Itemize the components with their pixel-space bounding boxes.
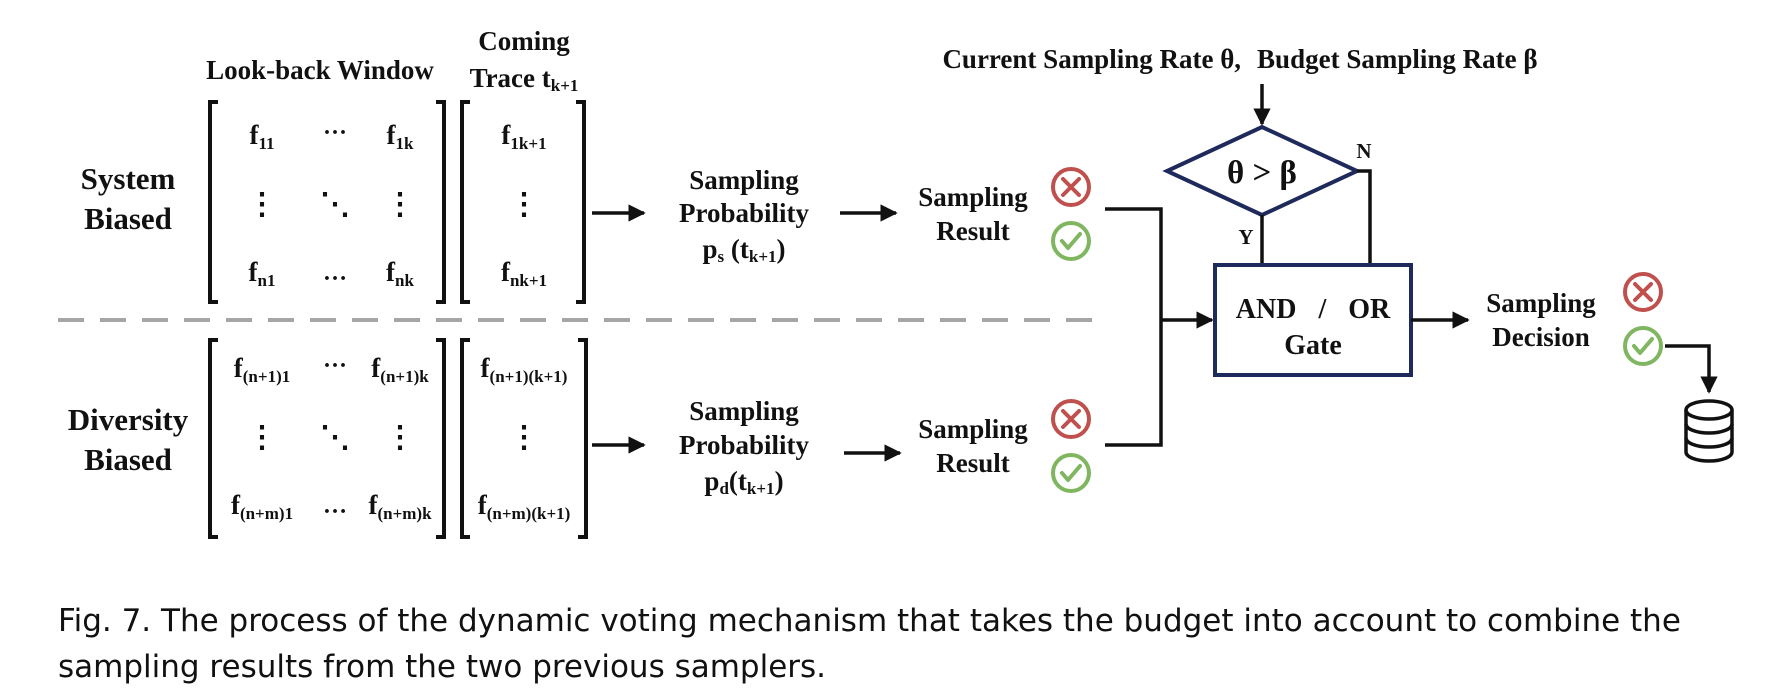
decision-label-line1: Sampling xyxy=(1486,288,1596,318)
matrix-cell: fnk xyxy=(386,257,414,290)
no-branch-arrow xyxy=(1357,169,1379,284)
result-label-line2: Result xyxy=(936,448,1010,478)
vector-bracket-right xyxy=(576,100,586,304)
matrix-cell: fn1 xyxy=(249,257,276,290)
matrix-bracket-left xyxy=(208,100,218,304)
matrix-cell: f(n+1)k xyxy=(371,353,429,386)
check-circle-icon xyxy=(1623,326,1663,366)
dynamic-voting-diagram: Look-back Window Coming Trace tk+1 Curre… xyxy=(58,26,1734,539)
probability-formula: pd(tk+1) xyxy=(704,466,783,498)
system-biased-label-line2: Biased xyxy=(84,201,172,236)
diversity-biased-label-line1: Diversity xyxy=(68,402,189,437)
diversity-lookback-matrix: f(n+1)1 ··· f(n+1)k ⋮ ⋱ ⋮ f(n+m)1 … f(n+… xyxy=(208,338,446,539)
x-circle-icon xyxy=(1051,167,1091,207)
vector-vdots: ⋮ xyxy=(509,421,539,454)
system-coming-trace-vector: f1k+1 ⋮ fnk+1 xyxy=(460,100,586,304)
gate-label-line2: Gate xyxy=(1284,330,1342,361)
probability-label-line2: Probability xyxy=(679,430,810,460)
database-icon xyxy=(1684,399,1734,463)
system-lookback-matrix: f11 ··· f1k ⋮ ⋱ ⋮ fn1 … fnk xyxy=(208,100,446,304)
coming-trace-label-line1: Coming xyxy=(478,26,570,56)
check-circle-icon xyxy=(1051,453,1091,493)
result-label-line1: Sampling xyxy=(918,182,1028,212)
condition-label: θ > β xyxy=(1227,155,1297,191)
yes-branch-label: Y xyxy=(1238,225,1253,249)
result-label-line1: Sampling xyxy=(918,414,1028,444)
matrix-cell: f(n+m)1 xyxy=(231,490,293,523)
results-merge-connector xyxy=(1105,207,1163,447)
vector-cell: fnk+1 xyxy=(501,257,547,290)
matrix-bracket-right xyxy=(436,100,446,304)
matrix-hdots: ··· xyxy=(323,120,347,146)
vector-vdots: ⋮ xyxy=(509,188,539,221)
gate-label-line1: AND/OR xyxy=(1236,294,1391,325)
and-or-gate-box xyxy=(1213,263,1413,377)
matrix-vdots: ⋮ xyxy=(247,421,277,454)
check-circle-icon xyxy=(1051,221,1091,261)
x-circle-icon xyxy=(1623,272,1663,312)
matrix-cell: f11 xyxy=(249,120,274,153)
coming-trace-label-line2: Trace tk+1 xyxy=(470,63,579,95)
system-sampling-result: Sampling Result xyxy=(918,182,1028,246)
diversity-biased-label-line2: Biased xyxy=(84,442,172,477)
lookback-window-label: Look-back Window xyxy=(206,55,434,85)
matrix-vdots: ⋮ xyxy=(385,421,415,454)
decision-label-line2: Decision xyxy=(1492,322,1590,352)
diversity-sampling-result: Sampling Result xyxy=(918,414,1028,478)
result-label-line2: Result xyxy=(936,216,1010,246)
matrix-vdots: ⋮ xyxy=(385,188,415,221)
matrix-ldots: … xyxy=(323,493,347,519)
x-circle-icon xyxy=(1051,399,1091,439)
matrix-vdots: ⋮ xyxy=(247,188,277,221)
vector-bracket-left xyxy=(460,338,470,539)
diversity-sampling-probability: Sampling Probability pd(tk+1) xyxy=(679,396,810,498)
matrix-ddots: ⋱ xyxy=(320,188,350,221)
matrix-hdots: ··· xyxy=(323,353,347,379)
probability-label-line2: Probability xyxy=(679,198,810,228)
diversity-coming-trace-vector: f(n+1)(k+1) ⋮ f(n+m)(k+1) xyxy=(460,338,588,539)
vector-cell: f1k+1 xyxy=(501,120,546,153)
vector-bracket-left xyxy=(460,100,470,304)
vector-bracket-right xyxy=(578,338,588,539)
probability-label-line1: Sampling xyxy=(689,165,799,195)
matrix-cell: f(n+m)k xyxy=(368,490,432,523)
sampling-rates-label: Current Sampling Rate θ,Budget Sampling … xyxy=(942,44,1537,74)
system-sampling-probability: Sampling Probability ps (tk+1) xyxy=(679,165,810,266)
probability-formula: ps (tk+1) xyxy=(702,234,785,266)
matrix-cell: f1k xyxy=(387,120,415,153)
matrix-bracket-left xyxy=(208,338,218,539)
matrix-cell: f(n+1)1 xyxy=(234,353,290,386)
system-biased-label-line1: System xyxy=(81,161,176,196)
arrow-to-storage xyxy=(1665,344,1718,394)
matrix-ldots: … xyxy=(323,260,347,286)
matrix-bracket-right xyxy=(436,338,446,539)
no-branch-label: N xyxy=(1356,139,1371,163)
vector-cell: f(n+m)(k+1) xyxy=(478,490,571,523)
figure-caption: Fig. 7. The process of the dynamic votin… xyxy=(58,603,1681,685)
probability-label-line1: Sampling xyxy=(689,396,799,426)
vector-cell: f(n+1)(k+1) xyxy=(481,353,568,386)
matrix-ddots: ⋱ xyxy=(320,421,350,454)
